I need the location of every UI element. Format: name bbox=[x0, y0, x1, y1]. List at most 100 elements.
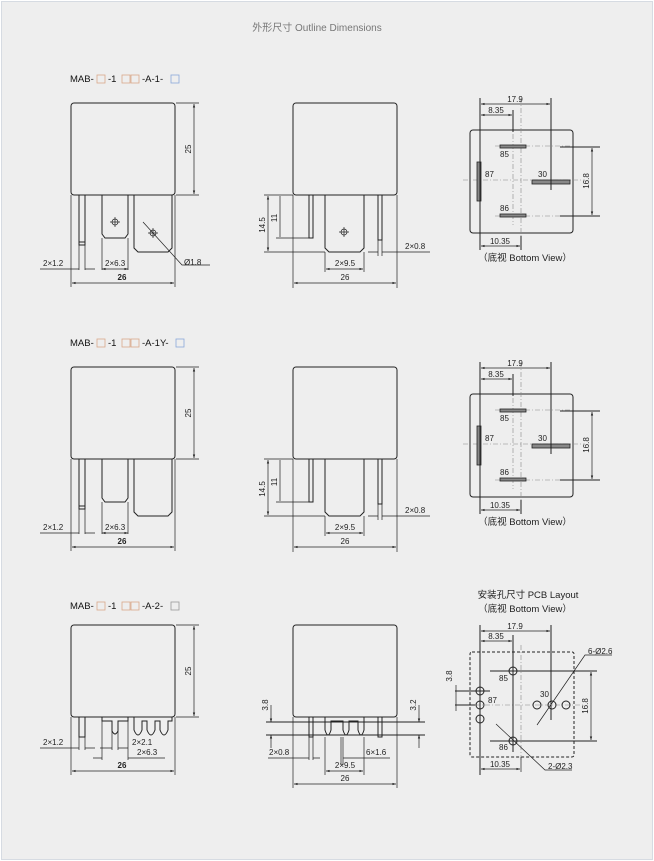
bottom-view: 85 86 87 30 17.9 8.35 16.8 10.35 （底视 Bot… bbox=[463, 359, 600, 528]
svg-text:2×6.3: 2×6.3 bbox=[105, 259, 126, 268]
svg-text:86: 86 bbox=[500, 468, 509, 477]
option-box bbox=[170, 74, 180, 84]
svg-text:25: 25 bbox=[184, 408, 193, 417]
svg-text:2-Ø2.3: 2-Ø2.3 bbox=[548, 762, 573, 771]
svg-text:2×6.3: 2×6.3 bbox=[105, 523, 126, 532]
option-box bbox=[96, 601, 106, 611]
pcb-title: 安装孔尺寸 PCB Layout bbox=[478, 589, 579, 601]
svg-text:3.8: 3.8 bbox=[261, 699, 270, 711]
svg-text:2×2.1: 2×2.1 bbox=[132, 738, 153, 747]
model-label: MAB- -1 -A-2- bbox=[70, 601, 180, 612]
svg-text:25: 25 bbox=[184, 666, 193, 675]
svg-text:-1: -1 bbox=[108, 601, 116, 612]
svg-text:87: 87 bbox=[485, 170, 494, 179]
side-view: 14.5 11 2×0.8 2×9.5 26 bbox=[258, 366, 430, 552]
side-view: 14.5 11 2×0.8 2×9.5 26 bbox=[258, 102, 430, 288]
svg-text:-1: -1 bbox=[108, 74, 116, 85]
svg-text:17.9: 17.9 bbox=[507, 95, 523, 104]
svg-text:26: 26 bbox=[118, 761, 127, 770]
svg-text:85: 85 bbox=[500, 150, 509, 159]
svg-text:10.35: 10.35 bbox=[490, 760, 511, 769]
svg-text:-A-1-: -A-1- bbox=[142, 74, 163, 85]
svg-text:30: 30 bbox=[538, 434, 547, 443]
svg-text:30: 30 bbox=[540, 690, 549, 699]
svg-text:2×1.2: 2×1.2 bbox=[43, 259, 64, 268]
front-view: 25 2×1.2 2×6.3 26 Ø1.8 bbox=[40, 102, 210, 287]
svg-text:8.35: 8.35 bbox=[488, 106, 504, 115]
svg-text:16.8: 16.8 bbox=[582, 437, 591, 453]
svg-text:2×0.8: 2×0.8 bbox=[405, 506, 426, 515]
svg-text:10.35: 10.35 bbox=[490, 501, 511, 510]
svg-text:-A-1Y-: -A-1Y- bbox=[142, 338, 169, 349]
bottom-view: 85 86 87 30 17.9 8.35 16.8 10.35 （底视 Bot… bbox=[463, 95, 600, 264]
svg-text:25: 25 bbox=[184, 144, 193, 153]
svg-text:MAB-: MAB- bbox=[70, 338, 94, 349]
svg-text:8.35: 8.35 bbox=[488, 370, 504, 379]
pin-86-slot bbox=[499, 213, 527, 218]
crosshair-icon bbox=[339, 227, 349, 237]
option-box bbox=[121, 74, 131, 84]
svg-text:3.2: 3.2 bbox=[409, 699, 418, 711]
svg-text:16.8: 16.8 bbox=[581, 698, 590, 714]
pcb-layout: 安装孔尺寸 PCB Layout （底视 Bottom View） 85 86 … bbox=[445, 589, 613, 775]
svg-text:10.35: 10.35 bbox=[490, 237, 511, 246]
option-box bbox=[121, 338, 131, 348]
option-box bbox=[170, 601, 180, 611]
option-box bbox=[130, 74, 140, 84]
svg-text:2×9.5: 2×9.5 bbox=[335, 523, 356, 532]
svg-text:6×1.6: 6×1.6 bbox=[366, 748, 387, 757]
svg-text:2×6.3: 2×6.3 bbox=[137, 748, 158, 757]
model-label: MAB- -1 -A-1- bbox=[70, 74, 180, 85]
svg-text:86: 86 bbox=[500, 204, 509, 213]
svg-text:Ø1.8: Ø1.8 bbox=[184, 258, 202, 267]
svg-text:-A-2-: -A-2- bbox=[142, 601, 163, 612]
pin-85-slot bbox=[499, 144, 527, 149]
svg-text:6-Ø2.6: 6-Ø2.6 bbox=[588, 647, 613, 656]
svg-text:30: 30 bbox=[538, 170, 547, 179]
option-box bbox=[175, 338, 185, 348]
front-view: 25 2×1.2 2×6.3 26 bbox=[40, 366, 199, 551]
svg-text:17.9: 17.9 bbox=[507, 359, 523, 368]
svg-text:26: 26 bbox=[118, 273, 127, 282]
model-row-2: MAB- -1 -A-1Y- 25 2×1.2 2×6.3 26 bbox=[40, 338, 600, 552]
bottom-view-caption: （底视 Bottom View） bbox=[478, 252, 572, 264]
svg-text:2×0.8: 2×0.8 bbox=[405, 242, 426, 251]
svg-text:2×0.8: 2×0.8 bbox=[269, 748, 290, 757]
pcb-caption: （底视 Bottom View） bbox=[478, 603, 572, 615]
svg-text:26: 26 bbox=[341, 774, 350, 783]
svg-text:MAB-: MAB- bbox=[70, 74, 94, 85]
svg-text:14.5: 14.5 bbox=[258, 217, 267, 233]
model-row-3: MAB- -1 -A-2- 25 2×1.2 2×2.1 2×6.3 26 bbox=[40, 589, 613, 788]
crosshair-icon bbox=[110, 217, 120, 227]
svg-text:2×1.2: 2×1.2 bbox=[43, 523, 64, 532]
side-view: 3.8 3.2 2×0.8 6×1.6 2×9.5 26 bbox=[261, 624, 425, 788]
svg-text:26: 26 bbox=[341, 537, 350, 546]
model-label: MAB- -1 -A-1Y- bbox=[70, 338, 185, 349]
svg-text:85: 85 bbox=[500, 414, 509, 423]
svg-text:2×1.2: 2×1.2 bbox=[43, 738, 64, 747]
option-box bbox=[96, 338, 106, 348]
svg-text:3.8: 3.8 bbox=[445, 670, 454, 682]
svg-text:26: 26 bbox=[118, 537, 127, 546]
svg-text:（底视 Bottom View）: （底视 Bottom View） bbox=[478, 516, 572, 528]
hole bbox=[475, 666, 571, 746]
option-box bbox=[96, 74, 106, 84]
svg-text:85: 85 bbox=[499, 674, 508, 683]
option-box bbox=[130, 601, 140, 611]
svg-text:26: 26 bbox=[341, 273, 350, 282]
front-view: 25 2×1.2 2×2.1 2×6.3 26 bbox=[40, 624, 199, 775]
svg-text:-1: -1 bbox=[108, 338, 116, 349]
svg-text:8.35: 8.35 bbox=[488, 632, 504, 641]
option-box bbox=[130, 338, 140, 348]
svg-text:86: 86 bbox=[499, 743, 508, 752]
svg-text:14.5: 14.5 bbox=[258, 481, 267, 497]
section-title: 外形尺寸 Outline Dimensions bbox=[252, 21, 381, 34]
svg-text:87: 87 bbox=[488, 696, 497, 705]
pin-87-slot bbox=[476, 161, 482, 202]
option-box bbox=[121, 601, 131, 611]
svg-text:16.8: 16.8 bbox=[582, 173, 591, 189]
svg-text:11: 11 bbox=[270, 213, 279, 222]
svg-text:2×9.5: 2×9.5 bbox=[335, 761, 356, 770]
model-row-1: MAB- -1 -A-1- 25 2×1.2 2×6.3 26 bbox=[40, 74, 600, 288]
